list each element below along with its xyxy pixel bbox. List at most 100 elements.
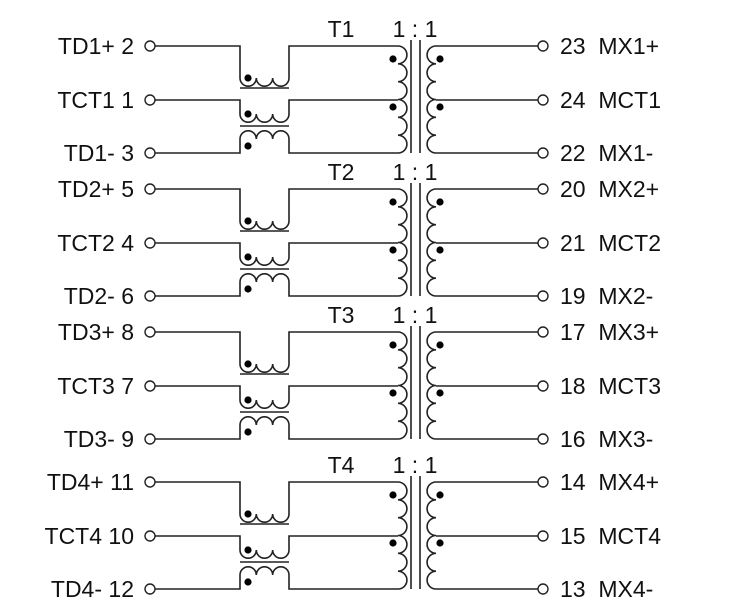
common-mode-choke-winding (155, 273, 398, 297)
pin-terminal (537, 94, 549, 106)
left-pin-label: TD3- 9 (64, 426, 134, 452)
polarity-dot (389, 103, 397, 111)
pin-terminal (144, 183, 156, 195)
polarity-dot (244, 217, 252, 225)
polarity-dot (389, 55, 397, 63)
primary-winding (397, 331, 408, 440)
polarity-dot (389, 198, 397, 206)
signal-name: MCT2 (598, 230, 661, 256)
signal-name: MCT3 (598, 373, 661, 399)
common-mode-choke-winding (155, 99, 398, 123)
turns-ratio: 1 : 1 (393, 159, 438, 185)
pin-number: 5 (121, 176, 134, 202)
pin-terminal (537, 583, 549, 595)
polarity-dot (436, 341, 444, 349)
pin-terminal (144, 94, 156, 106)
polarity-dot (389, 491, 397, 499)
turns-ratio: 1 : 1 (393, 302, 438, 328)
right-pin-label: 22 MX1- (560, 140, 653, 166)
signal-name: TD2- (64, 283, 115, 309)
polarity-dot (244, 428, 252, 436)
right-pin-label: 23 MX1+ (560, 33, 659, 59)
pin-terminal (537, 530, 549, 542)
right-pin-label: 24 MCT1 (560, 87, 661, 113)
pin-number: 14 (560, 469, 586, 495)
left-pin-label: TD2- 6 (64, 283, 134, 309)
polarity-dot (244, 74, 252, 82)
pin-number: 22 (560, 140, 586, 166)
pin-number: 3 (121, 140, 134, 166)
pin-number: 23 (560, 33, 586, 59)
signal-name: MX4+ (598, 469, 659, 495)
pin-terminal (537, 476, 549, 488)
right-pin-label: 16 MX3- (560, 426, 653, 452)
polarity-dot (436, 246, 444, 254)
pin-terminal (144, 147, 156, 159)
signal-name: MX3+ (598, 319, 659, 345)
common-mode-choke-winding (155, 416, 398, 440)
pin-terminal (537, 147, 549, 159)
common-mode-choke-winding (155, 242, 398, 266)
pin-number: 7 (121, 373, 134, 399)
pin-terminal (144, 530, 156, 542)
pin-number: 17 (560, 319, 586, 345)
polarity-dot (389, 341, 397, 349)
polarity-dot (436, 55, 444, 63)
right-pin-label: 14 MX4+ (560, 469, 659, 495)
signal-name: TCT1 (57, 87, 115, 113)
signal-name: TD2+ (58, 176, 115, 202)
signal-name: TCT3 (57, 373, 115, 399)
polarity-dot (244, 360, 252, 368)
signal-name: MCT4 (598, 523, 661, 549)
left-pin-label: TD1- 3 (64, 140, 134, 166)
pin-terminal (537, 290, 549, 302)
pin-number: 18 (560, 373, 586, 399)
polarity-dot (244, 396, 252, 404)
pin-terminal (144, 290, 156, 302)
signal-name: MX1- (598, 140, 653, 166)
common-mode-choke-winding (155, 331, 398, 373)
polarity-dot (436, 389, 444, 397)
polarity-dot (436, 103, 444, 111)
pin-terminal (537, 183, 549, 195)
primary-winding (397, 45, 408, 154)
polarity-dot (244, 142, 252, 150)
pin-number: 19 (560, 283, 586, 309)
pin-terminal (144, 237, 156, 249)
common-mode-choke-winding (155, 385, 398, 409)
right-pin-label: 18 MCT3 (560, 373, 661, 399)
left-pin-label: TD3+ 8 (58, 319, 134, 345)
signal-name: MX1+ (598, 33, 659, 59)
polarity-dot (389, 246, 397, 254)
polarity-dot (436, 539, 444, 547)
pin-number: 13 (560, 576, 586, 602)
signal-name: TD1- (64, 140, 115, 166)
turns-ratio: 1 : 1 (393, 452, 438, 478)
polarity-dot (436, 198, 444, 206)
signal-name: TD4- (51, 576, 102, 602)
polarity-dot (244, 510, 252, 518)
signal-name: MX4- (598, 576, 653, 602)
signal-name: MX3- (598, 426, 653, 452)
left-pin-label: TD2+ 5 (58, 176, 134, 202)
polarity-dot (244, 110, 252, 118)
common-mode-choke-winding (155, 566, 398, 590)
secondary-winding (426, 45, 437, 154)
secondary-winding (426, 331, 437, 440)
pin-number: 21 (560, 230, 586, 256)
signal-name: MX2+ (598, 176, 659, 202)
pin-number: 8 (121, 319, 134, 345)
pin-terminal (144, 326, 156, 338)
pin-number: 24 (560, 87, 586, 113)
pin-number: 1 (121, 87, 134, 113)
signal-name: TD4+ (47, 469, 104, 495)
left-pin-label: TD1+ 2 (58, 33, 134, 59)
common-mode-choke-winding (155, 535, 398, 559)
pin-number: 9 (121, 426, 134, 452)
pin-terminal (537, 237, 549, 249)
pin-terminal (537, 40, 549, 52)
transformer-name: T4 (328, 452, 355, 478)
left-pin-label: TCT2 4 (57, 230, 134, 256)
pin-terminal (144, 380, 156, 392)
